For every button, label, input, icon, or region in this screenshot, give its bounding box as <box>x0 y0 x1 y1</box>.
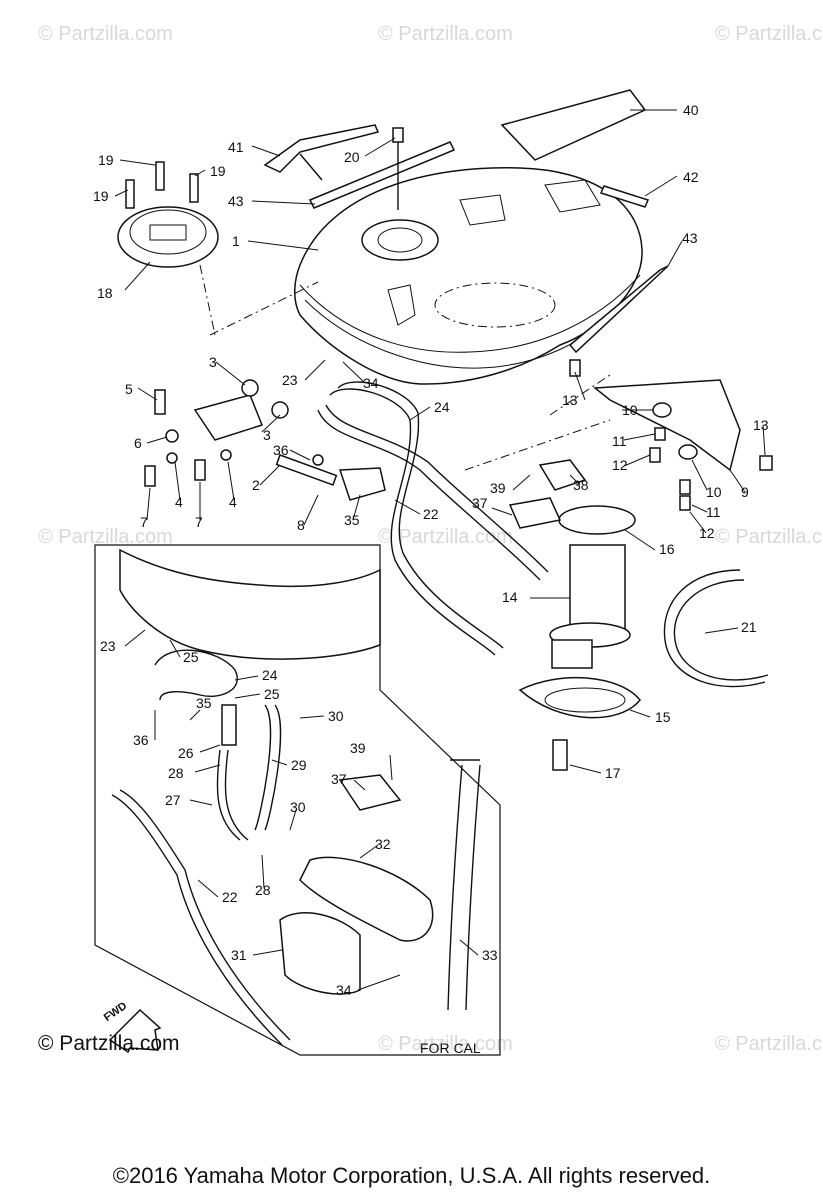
callout-label: 35 <box>196 695 212 711</box>
fuel-pump <box>518 505 641 771</box>
watermark: © Partzilla.com <box>715 1033 823 1055</box>
copyright-notice: ©2016 Yamaha Motor Corporation, U.S.A. A… <box>112 1163 711 1188</box>
fuel-hose <box>663 569 766 688</box>
callout-label: 32 <box>375 836 391 852</box>
callout-label: 12 <box>699 525 715 541</box>
brand-watermark: © Partzilla.com <box>38 1032 180 1055</box>
vent-hoses <box>317 381 549 656</box>
callout-label: 11 <box>612 433 627 449</box>
callout-label: 24 <box>262 667 278 683</box>
callout-label: 7 <box>195 514 203 530</box>
callout-label: 39 <box>350 740 366 756</box>
callout-label: 13 <box>753 417 769 433</box>
callout-label: 36 <box>273 442 289 458</box>
watermark: © Partzilla.com <box>38 23 173 45</box>
clip-part <box>538 459 587 491</box>
callout-label: 3 <box>209 354 217 370</box>
left-bracket-cluster <box>144 379 386 501</box>
callout-label: 34 <box>363 375 379 391</box>
callout-label: 7 <box>140 514 148 530</box>
callout-label: 34 <box>336 982 352 998</box>
callout-labels: 40 41 20 42 19 19 19 43 43 1 18 3 3 5 23… <box>93 102 769 998</box>
callout-label: 14 <box>502 589 518 605</box>
callout-label: 19 <box>93 188 109 204</box>
fuel-hose <box>673 579 769 681</box>
callout-label: 6 <box>134 435 142 451</box>
callout-label: 26 <box>178 745 194 761</box>
callout-label: 11 <box>706 504 721 520</box>
watermark: © Partzilla.com <box>715 526 823 548</box>
callout-label: 4 <box>229 494 237 510</box>
inset-label: FOR CAL <box>420 1040 481 1056</box>
callout-label: 17 <box>605 765 621 781</box>
callout-label: 10 <box>706 484 722 500</box>
fwd-arrow-icon <box>108 1008 162 1054</box>
callout-label: 39 <box>490 480 506 496</box>
callout-label: 19 <box>98 152 114 168</box>
callout-label: 16 <box>659 541 675 557</box>
callout-label: 8 <box>297 517 305 533</box>
callout-label: 20 <box>344 149 360 165</box>
callout-label: 42 <box>683 169 699 185</box>
callout-label: 40 <box>683 102 699 118</box>
callout-label: 10 <box>622 402 638 418</box>
watermark: © Partzilla.com <box>378 23 513 45</box>
watermark: © Partzilla.com <box>378 526 513 548</box>
callout-label: 25 <box>183 649 199 665</box>
bolt-part <box>392 127 404 143</box>
callout-label: 43 <box>228 193 244 209</box>
callout-label: 36 <box>133 732 149 748</box>
callout-label: 21 <box>741 619 757 635</box>
callout-label: 41 <box>228 139 244 155</box>
callout-label: 38 <box>573 477 589 493</box>
callout-label: 23 <box>282 372 298 388</box>
watermark: © Partzilla.com <box>715 23 823 45</box>
callout-label: 30 <box>328 708 344 724</box>
callout-label: 5 <box>125 381 133 397</box>
callout-label: 13 <box>562 392 578 408</box>
callout-label: 37 <box>331 771 347 787</box>
callout-label: 4 <box>175 494 183 510</box>
watermark-layer: © Partzilla.com © Partzilla.com © Partzi… <box>38 23 823 1055</box>
callout-label: 30 <box>290 799 306 815</box>
callout-label: 23 <box>100 638 116 654</box>
callout-label: 27 <box>165 792 181 808</box>
callout-label: 9 <box>741 484 749 500</box>
callout-label: 18 <box>97 285 113 301</box>
california-inset <box>94 544 501 1056</box>
watermark: © Partzilla.com <box>38 526 173 548</box>
callout-label: 22 <box>222 889 238 905</box>
callout-label: 15 <box>655 709 671 725</box>
callout-label: 22 <box>423 506 439 522</box>
callout-label: 29 <box>291 757 307 773</box>
callout-label: 24 <box>434 399 450 415</box>
watermark: © Partzilla.com <box>378 1033 513 1055</box>
fuel-cap-assembly <box>117 161 219 336</box>
callout-label: 35 <box>344 512 360 528</box>
callout-label: 43 <box>682 230 698 246</box>
callout-label: 37 <box>472 495 488 511</box>
callout-label: 28 <box>255 882 271 898</box>
callout-label: 2 <box>252 477 260 493</box>
callout-label: 33 <box>482 947 498 963</box>
callout-label: 31 <box>231 947 247 963</box>
clip-part <box>508 497 562 529</box>
callout-label: 28 <box>168 765 184 781</box>
callout-label: 25 <box>264 686 280 702</box>
callout-label: 12 <box>612 457 628 473</box>
callout-label: 3 <box>263 427 271 443</box>
callout-label: 1 <box>232 233 240 249</box>
fuel-tank <box>294 167 643 385</box>
leader-lines <box>114 109 766 991</box>
callout-label: 19 <box>210 163 226 179</box>
